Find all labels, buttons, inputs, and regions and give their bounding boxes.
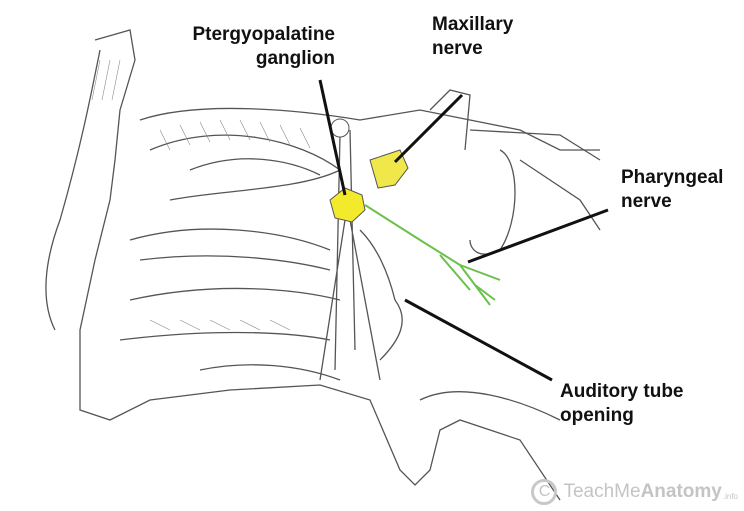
skull-sketch: [45, 29, 601, 501]
leader-lines: [318, 79, 609, 382]
label-line: opening: [560, 405, 634, 426]
label-line: Pharyngeal: [621, 167, 724, 188]
label-maxillary-nerve: Maxillary nerve: [432, 13, 513, 61]
hatching: [91, 59, 311, 331]
label-pharyngeal-nerve: Pharyngeal nerve: [621, 166, 723, 214]
label-auditory-tube-opening: Auditory tube opening: [560, 380, 684, 428]
pharyngeal-nerve-highlight: [364, 204, 501, 306]
label-line: nerve: [432, 38, 483, 59]
copyright-icon: C: [531, 479, 558, 505]
label-line: Ptergyopalatine: [192, 24, 335, 45]
label-line: Maxillary: [432, 14, 514, 35]
label-line: Auditory tube: [560, 381, 684, 402]
watermark-brand-light: TeachMe: [563, 481, 641, 502]
label-line: ganglion: [255, 48, 335, 69]
ganglion-highlight: [329, 187, 366, 223]
watermark-suffix: .info: [722, 492, 738, 501]
label-line: nerve: [621, 191, 672, 212]
label-pterygopalatine-ganglion: Ptergyopalatine ganglion: [192, 23, 335, 71]
watermark-brand-bold: Anatomy: [640, 481, 722, 502]
